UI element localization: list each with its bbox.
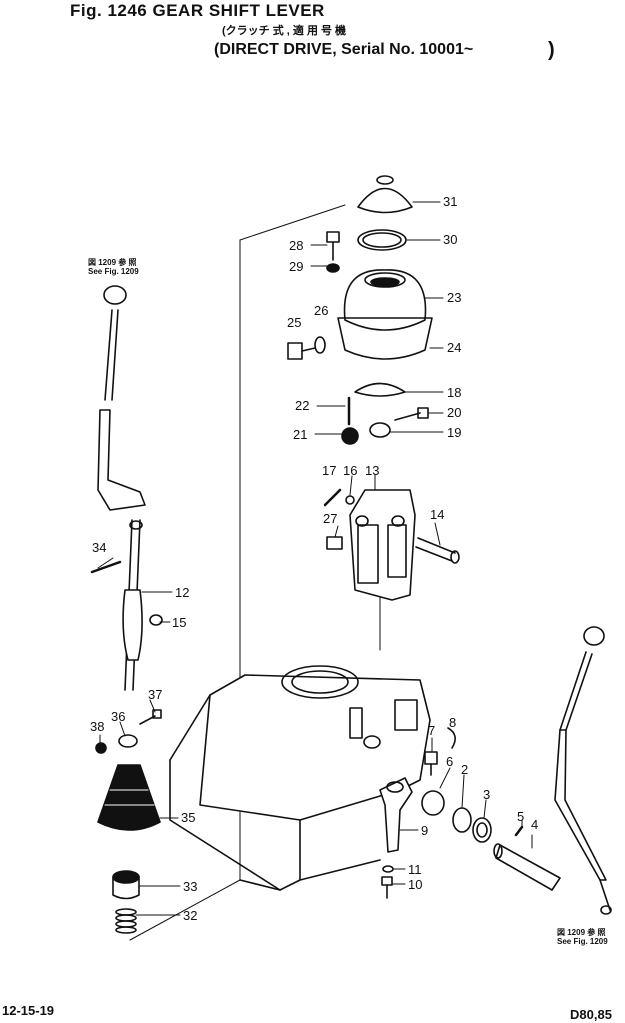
callout-11: 11	[408, 862, 422, 877]
see-fig-ref-left-jp: 図 1209 参 照	[88, 258, 137, 267]
part-26-gasket	[314, 336, 326, 354]
callout-30: 30	[443, 232, 458, 247]
callout-24: 24	[447, 340, 462, 355]
see-fig-ref-right-en: See Fig. 1209	[557, 936, 608, 946]
part-19-collar	[369, 422, 391, 438]
part-4-shaft	[493, 843, 561, 891]
callout-18: 18	[447, 385, 462, 400]
callout-37: 37	[148, 687, 163, 702]
callout-22: 22	[295, 398, 310, 413]
part-25-bolt	[287, 342, 316, 360]
part-21-nut	[341, 427, 359, 445]
see-fig-ref-right-jp: 図 1209 参 照	[557, 928, 606, 937]
part-16-washer	[345, 495, 355, 505]
figure-title: Fig. 1246 GEAR SHIFT LEVER	[70, 1, 325, 20]
callout-14: 14	[430, 507, 445, 522]
callout-32: 32	[183, 908, 198, 923]
callout-5: 5	[517, 809, 525, 824]
part-36-collar	[118, 734, 138, 748]
part-9-lever	[379, 777, 413, 853]
callout-8: 8	[449, 715, 457, 730]
part-17-pin	[323, 488, 342, 507]
callout-23: 23	[447, 290, 462, 305]
callout-2: 2	[461, 762, 469, 777]
callout-3: 3	[483, 787, 491, 802]
part-32-spring	[115, 908, 137, 934]
callout-6: 6	[446, 754, 454, 769]
part-37-bolt	[139, 709, 162, 725]
leader-lines	[97, 201, 533, 916]
callout-19: 19	[447, 425, 462, 440]
callout-38: 38	[90, 719, 105, 734]
callout-28: 28	[289, 238, 304, 253]
callout-17: 17	[322, 463, 337, 478]
part-33-bushing	[112, 870, 140, 900]
callout-35: 35	[181, 810, 196, 825]
part-23-housing	[343, 269, 427, 331]
callout-25: 25	[287, 315, 302, 330]
see-fig-ref-left: 図 1209 参 照 See Fig. 1209	[88, 258, 139, 277]
callout-4: 4	[531, 817, 539, 832]
part-28-bolt	[326, 231, 340, 261]
callout-10: 10	[408, 877, 423, 892]
callout-7: 7	[428, 723, 436, 738]
see-fig-ref-right: 図 1209 参 照 See Fig. 1209	[557, 928, 608, 947]
page-date-code: 12-15-19	[2, 1003, 55, 1018]
callout-33: 33	[183, 879, 198, 894]
callout-13: 13	[365, 463, 380, 478]
japanese-applicability-line: (クラッチ 式 , 適 用 号 機	[222, 25, 347, 37]
callout-26: 26	[314, 303, 329, 318]
callout-9: 9	[421, 823, 429, 838]
model-code: D80,85	[570, 1007, 612, 1022]
part-31-cap	[357, 175, 413, 214]
alignment-lines	[129, 204, 381, 941]
see-fig-ref-left-en: See Fig. 1209	[88, 266, 139, 276]
callout-36: 36	[111, 709, 126, 724]
part-34-pin	[90, 560, 122, 574]
callout-29: 29	[289, 259, 304, 274]
callout-27: 27	[323, 511, 338, 526]
part-24-flange	[337, 317, 433, 360]
part-18-disc	[354, 382, 406, 397]
part-27-plug	[326, 536, 343, 550]
part-7-bolt	[424, 751, 438, 776]
part-29-washer	[326, 263, 340, 273]
callout-20: 20	[447, 405, 462, 420]
callout-21: 21	[293, 427, 308, 442]
part-30-ring	[357, 229, 407, 251]
transmission-case	[169, 665, 431, 891]
part-6-collar	[421, 790, 445, 816]
part-10-bolt	[381, 876, 393, 899]
part-8-clip	[447, 727, 456, 749]
callout-15: 15	[172, 615, 187, 630]
part-15-bushing	[149, 614, 163, 626]
part-3-seal	[472, 817, 492, 843]
subtitle-close-paren: )	[548, 39, 555, 61]
callout-16: 16	[343, 463, 358, 478]
part-13-lever-block	[349, 489, 416, 601]
callout-34: 34	[92, 540, 107, 555]
part-11-washer	[382, 865, 394, 873]
part-12-shift-lever	[97, 285, 146, 691]
part-14-shaft	[415, 537, 460, 564]
part-38-nut	[95, 742, 107, 754]
callout-31: 31	[443, 194, 458, 209]
right-shift-lever	[554, 626, 612, 915]
part-2-bearing	[452, 807, 472, 833]
callout-12: 12	[175, 585, 190, 600]
part-20-bolt	[394, 407, 429, 421]
figure-subtitle: (DIRECT DRIVE, Serial No. 10001~	[214, 41, 474, 58]
part-5-pin	[514, 825, 524, 837]
part-35-boot	[97, 764, 161, 831]
